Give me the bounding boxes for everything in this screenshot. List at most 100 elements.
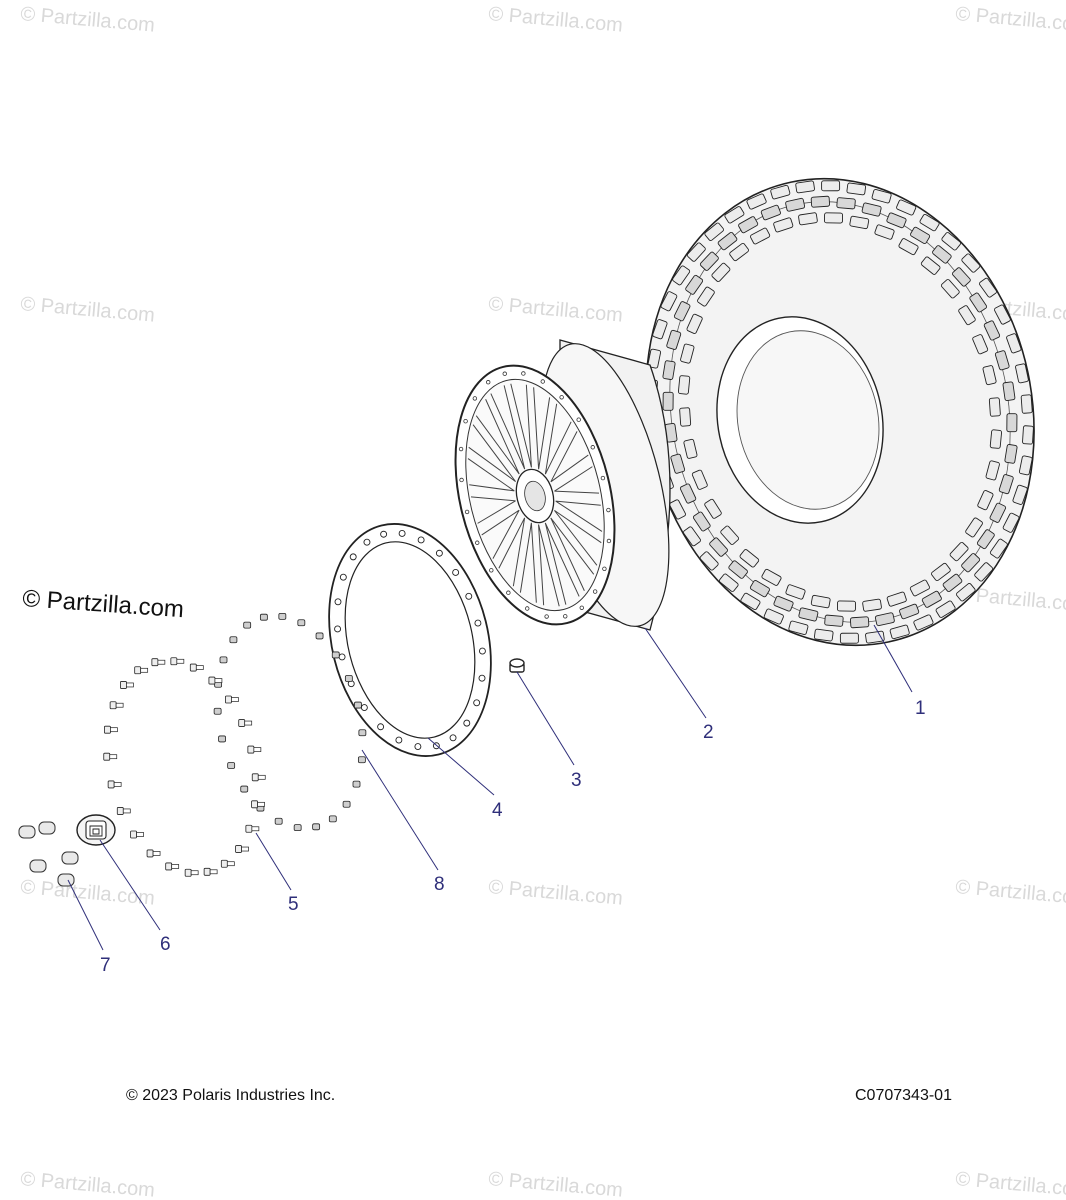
rim-bolt-hole — [506, 590, 511, 595]
tread-block — [1006, 333, 1022, 354]
tread-block — [1012, 484, 1028, 505]
tread-block — [886, 591, 907, 607]
callout-4[interactable]: 4 — [492, 800, 503, 821]
callout-labels: 1 2 3 4 5 6 7 8 — [100, 698, 926, 976]
ring-hole — [417, 536, 425, 544]
bolt — [146, 849, 161, 858]
ring-hole — [465, 592, 473, 600]
bolt-head — [208, 676, 216, 685]
bolt — [189, 663, 204, 672]
nut — [297, 619, 306, 627]
watermark: © Partzilla.com — [488, 1168, 624, 1200]
leader-line-1 — [873, 624, 913, 693]
bolt-shank — [152, 851, 161, 856]
callout-3[interactable]: 3 — [571, 770, 582, 791]
tread-block — [719, 573, 739, 592]
callout-1[interactable]: 1 — [915, 698, 926, 719]
tread-block — [972, 334, 989, 355]
bolt-head — [170, 657, 178, 666]
nut — [358, 729, 367, 737]
tread-block — [679, 407, 692, 427]
tread-block — [1002, 381, 1016, 402]
nut — [342, 800, 351, 808]
bolt-head — [189, 663, 197, 672]
valve-cap — [57, 873, 75, 887]
nut — [331, 651, 340, 659]
wheel-spoke — [470, 496, 516, 524]
ring-hole — [414, 743, 422, 750]
tread-block — [989, 429, 1003, 449]
tread-block — [711, 262, 731, 282]
callout-6[interactable]: 6 — [160, 934, 171, 955]
rim-bolt-hole — [544, 614, 549, 619]
rim-bolt-hole — [540, 379, 545, 384]
tread-block — [989, 502, 1007, 523]
ring-hole — [435, 549, 443, 557]
bolt — [184, 868, 199, 877]
tread-block — [686, 242, 706, 262]
bolt — [238, 719, 253, 727]
tread-block — [920, 256, 941, 275]
bolt-shank — [244, 720, 253, 726]
tread-block — [983, 320, 1001, 341]
callout-7[interactable]: 7 — [100, 955, 111, 976]
bolt-shank — [140, 667, 149, 673]
tread-block — [717, 231, 738, 251]
tread-block — [670, 453, 686, 474]
tread-block — [677, 375, 691, 395]
bolt — [165, 862, 180, 871]
wheel-spoke — [538, 524, 560, 607]
bolt-set-part — [103, 657, 266, 877]
wheel-spoke — [475, 399, 520, 475]
bolt-shank — [241, 846, 249, 852]
tread-block — [709, 537, 728, 557]
rim-bolt-hole — [600, 475, 606, 481]
tread-block — [974, 562, 994, 582]
tire-tread — [646, 180, 1034, 644]
wheel-spoke — [510, 383, 532, 468]
tread-block — [686, 313, 703, 334]
callout-8[interactable]: 8 — [434, 874, 445, 895]
nut — [213, 707, 222, 715]
rim-bolt-hole — [502, 371, 507, 376]
ring-hole — [452, 569, 460, 576]
bolt-shank — [109, 754, 118, 760]
nut — [227, 762, 236, 769]
wheel-spoke — [498, 517, 526, 587]
tread-block — [849, 215, 870, 230]
tread-block — [989, 538, 1008, 559]
nut — [312, 823, 321, 831]
callout-2[interactable]: 2 — [703, 722, 714, 743]
tread-block — [788, 620, 809, 636]
tread-block — [673, 301, 691, 322]
bolt-shank — [122, 808, 131, 814]
tread-block — [683, 526, 701, 547]
bolt — [134, 666, 149, 675]
bolt-shank — [157, 659, 166, 665]
tread-block — [942, 573, 963, 593]
rim-bolt-hole — [463, 419, 468, 424]
bolt-shank — [231, 697, 239, 702]
bolt-head — [165, 862, 173, 871]
bolt — [116, 807, 131, 815]
ring-hole — [360, 704, 368, 711]
bolt-head — [134, 666, 142, 675]
ring-hole — [349, 553, 357, 561]
valve-cap-set-part — [18, 821, 79, 887]
tread-block — [669, 499, 686, 520]
bolt-shank — [214, 678, 223, 683]
tread-block — [785, 584, 806, 600]
rim-bolt-hole — [606, 538, 612, 544]
tread-block — [691, 469, 708, 490]
tread-block — [898, 238, 919, 256]
nut — [357, 756, 366, 764]
bolt-shank — [115, 702, 124, 708]
tread-block — [871, 188, 892, 204]
tread-block — [761, 568, 782, 586]
tread-block — [849, 616, 870, 629]
callout-5[interactable]: 5 — [288, 894, 299, 915]
tread-block — [1015, 363, 1029, 384]
bolt-head — [107, 780, 115, 789]
ring-hole — [478, 674, 486, 682]
nut — [278, 612, 287, 620]
